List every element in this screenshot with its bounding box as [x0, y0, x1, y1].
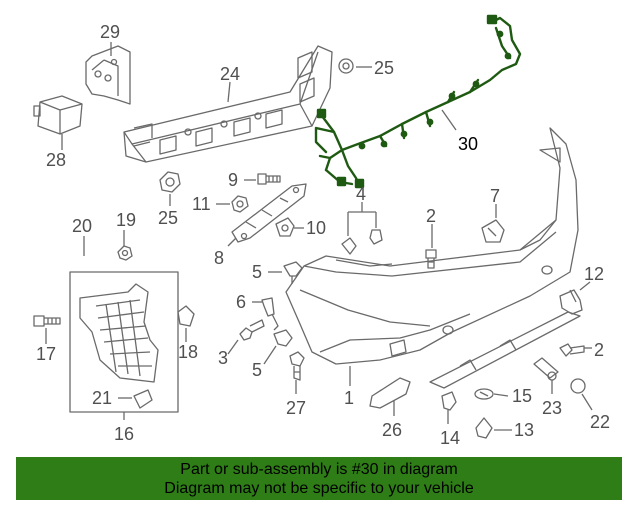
callout-21: 21 [92, 388, 112, 408]
part-13-clip[interactable] [475, 417, 493, 439]
callout-14: 14 [440, 428, 460, 448]
callout-2-right: 2 [594, 340, 604, 360]
callout-28: 28 [46, 150, 66, 170]
callout-3: 3 [218, 348, 228, 368]
part-17-bolt[interactable] [33, 315, 61, 327]
part-28-module[interactable] [33, 95, 83, 135]
part-10-clip[interactable] [275, 217, 295, 237]
callout-25-top: 25 [374, 58, 394, 78]
part-25-nut-top[interactable] [338, 58, 354, 74]
callout-8: 8 [214, 248, 224, 268]
callout-23: 23 [542, 398, 562, 418]
callout-30: 30 [458, 134, 478, 154]
part-8-bracket[interactable] [231, 183, 307, 243]
part-3-bolt[interactable] [239, 319, 265, 341]
exploded-parts-diagram: 29 25 24 28 30 9 25 11 10 4 2 7 8 20 19 … [33, 14, 610, 448]
banner-line-2: Diagram may not be specific to your vehi… [164, 480, 474, 497]
part-16-mudguard-group[interactable] [69, 271, 179, 413]
banner-line-1: Part or sub-assembly is #30 in diagram [180, 461, 458, 478]
callout-5-upper: 5 [252, 262, 262, 282]
part-15-clip[interactable] [474, 388, 494, 400]
callout-25-lower: 25 [158, 208, 178, 228]
callout-4: 4 [356, 184, 366, 204]
callout-27: 27 [286, 398, 306, 418]
callout-6: 6 [236, 292, 246, 312]
part-23-bolt[interactable] [533, 357, 559, 381]
part-19-nut[interactable] [117, 245, 133, 261]
callout-13: 13 [514, 420, 534, 440]
callout-9: 9 [228, 170, 238, 190]
callout-17: 17 [36, 344, 56, 364]
part-2-bolt-upper[interactable] [425, 249, 437, 269]
callout-11: 11 [192, 194, 211, 214]
part-6-bracket[interactable] [261, 297, 279, 331]
callout-20: 20 [72, 216, 92, 236]
part-lower-absorber[interactable] [429, 311, 581, 389]
callout-5-lower: 5 [252, 360, 262, 380]
part-30-wire-harness[interactable] [314, 14, 522, 189]
callout-labels: 29 25 24 28 30 9 25 11 10 4 2 7 8 20 19 … [36, 22, 610, 448]
part-7-clip[interactable] [481, 219, 505, 243]
callout-10: 10 [306, 218, 326, 238]
callout-16: 16 [114, 424, 134, 444]
part-5-clip-lower[interactable] [273, 329, 293, 347]
part-9-bolt[interactable] [257, 173, 281, 185]
part-18-clip[interactable] [177, 305, 195, 327]
callout-26: 26 [382, 420, 402, 440]
callout-12: 12 [584, 264, 604, 284]
part-1-bumper-cover[interactable] [285, 127, 579, 365]
part-21-clip[interactable] [133, 389, 153, 409]
part-12-bracket[interactable] [559, 289, 583, 315]
part-26-garnish[interactable] [369, 377, 411, 409]
callout-2-upper: 2 [426, 206, 436, 226]
info-banner: Part or sub-assembly is #30 in diagram D… [16, 457, 622, 500]
part-29-bracket[interactable] [85, 45, 131, 105]
callout-19: 19 [116, 210, 136, 230]
part-14-clip[interactable] [441, 391, 457, 411]
callout-29: 29 [100, 22, 120, 42]
part-2-bolt-right[interactable] [559, 343, 585, 357]
callout-7: 7 [490, 186, 500, 206]
part-27-bolt[interactable] [289, 351, 305, 381]
callout-15: 15 [512, 386, 532, 406]
part-11-clip[interactable] [231, 195, 249, 213]
callout-1: 1 [344, 388, 354, 408]
callout-18: 18 [178, 342, 198, 362]
part-4-clips[interactable] [341, 229, 383, 255]
part-25-nut-lower[interactable] [159, 171, 181, 193]
callout-24: 24 [220, 64, 240, 84]
part-24-reinforcement-beam[interactable] [123, 45, 333, 163]
leader-lines [45, 42, 593, 431]
part-22-plug[interactable] [570, 378, 586, 394]
callout-22: 22 [590, 412, 610, 432]
